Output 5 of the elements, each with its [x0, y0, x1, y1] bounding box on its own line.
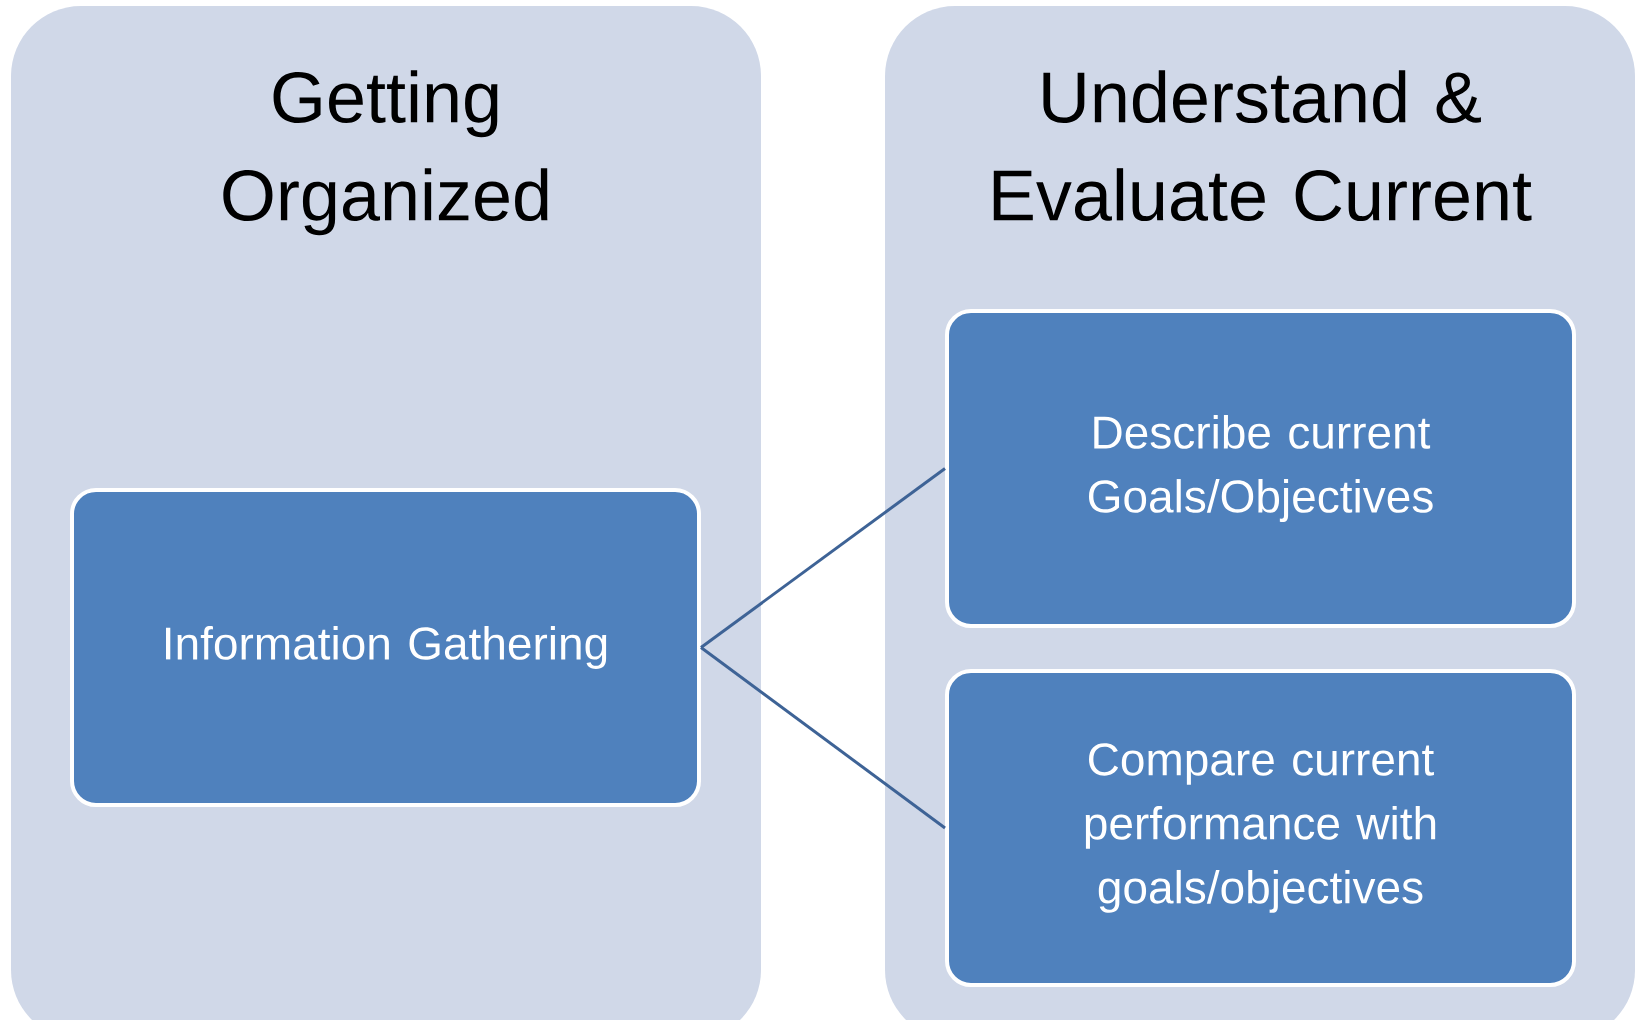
process-box: Information Gathering [70, 488, 701, 807]
process-box: Compare current performance with goals/objectives [945, 669, 1576, 987]
process-box: Describe current Goals/Objectives [945, 309, 1576, 628]
connector-line [700, 646, 946, 830]
connector-line [700, 467, 946, 649]
